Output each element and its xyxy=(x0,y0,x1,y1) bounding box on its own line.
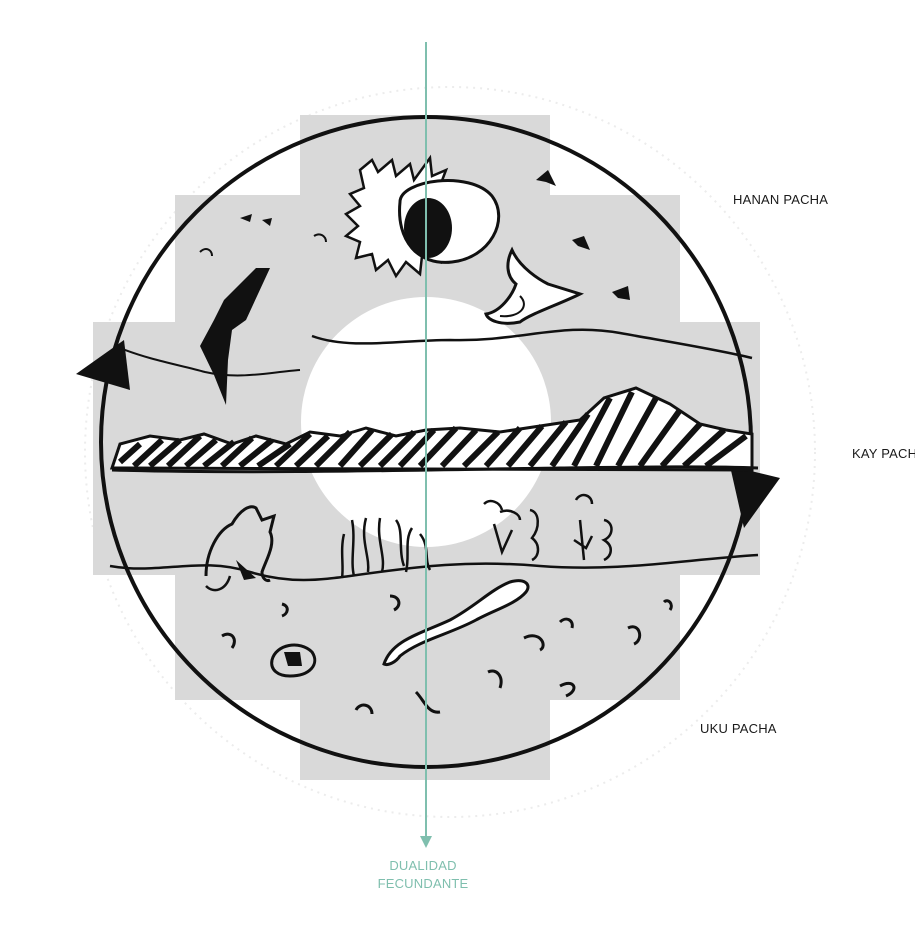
axis-arrowhead-icon xyxy=(420,836,432,848)
label-kay-pacha: KAY PACHA xyxy=(852,446,915,461)
label-hanan-pacha: HANAN PACHA xyxy=(733,192,828,207)
axis-label-line1: DUALIDAD xyxy=(333,857,513,875)
label-uku-pacha: UKU PACHA xyxy=(700,721,777,736)
axis-label-line2: FECUNDANTE xyxy=(333,875,513,893)
